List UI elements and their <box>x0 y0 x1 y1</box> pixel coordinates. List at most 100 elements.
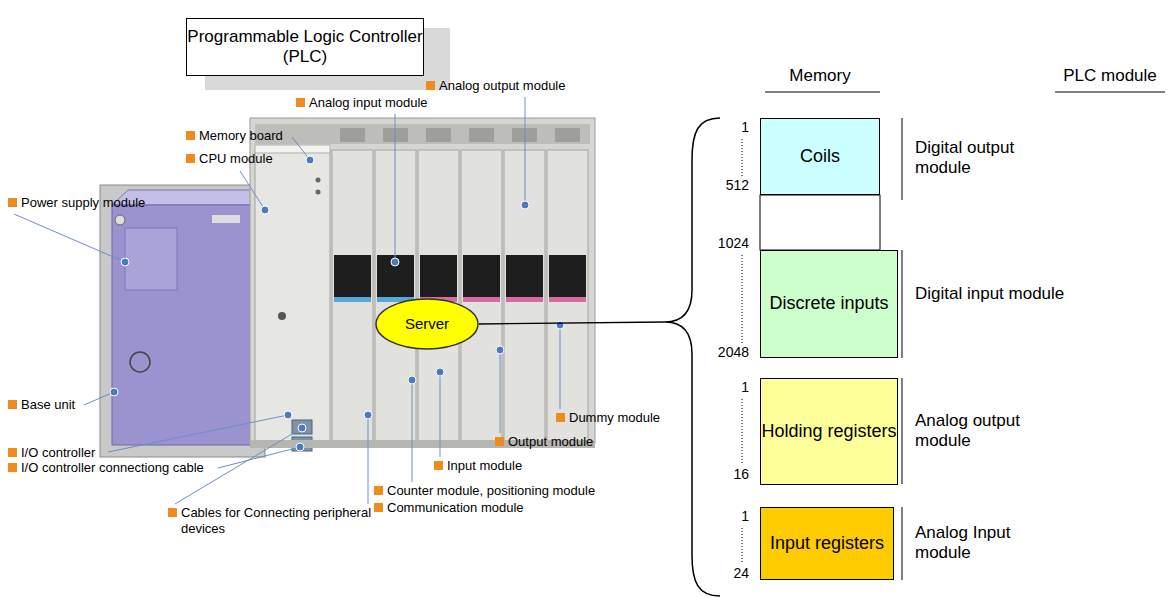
leader-line <box>84 392 114 405</box>
callout-dot <box>296 443 304 451</box>
part-name: Analog output module <box>439 78 565 94</box>
title-box: Programmable Logic Controller (PLC) <box>186 18 424 76</box>
io-module <box>469 128 494 142</box>
node-label: Coils <box>800 146 840 168</box>
io-module <box>334 297 371 302</box>
callout-marker <box>374 503 383 512</box>
address-number: 16 <box>699 466 749 483</box>
io-module <box>549 255 586 297</box>
callout-dot <box>110 388 118 396</box>
header-underline <box>765 92 880 93</box>
node-text-group: Programmable Logic Controller (PLC) <box>187 27 423 68</box>
part-name: Communication module <box>387 500 524 516</box>
plc-photo <box>212 215 240 223</box>
plc-photo <box>316 178 321 183</box>
leader-line <box>525 97 526 205</box>
leader-line <box>500 350 501 433</box>
plc-photo <box>255 124 590 144</box>
memory-block: Discrete inputs <box>760 250 898 358</box>
node-label: Holding registers <box>761 421 896 443</box>
module-bar <box>902 250 903 358</box>
io-module <box>463 255 500 297</box>
plc-photo <box>278 312 286 320</box>
header-underline <box>1055 92 1165 93</box>
callout-marker <box>8 448 17 457</box>
callout-dot <box>521 201 529 209</box>
callout-marker <box>495 437 504 446</box>
leader-line <box>368 415 369 504</box>
node-label: Server <box>405 315 449 333</box>
callout-marker <box>186 131 195 140</box>
callout-marker <box>296 98 305 107</box>
callout-dot <box>110 156 564 451</box>
io-module <box>420 255 457 297</box>
callout-dot <box>436 368 444 376</box>
part-name: Dummy module <box>569 410 660 426</box>
io-module <box>418 150 459 442</box>
range-dots <box>742 528 743 564</box>
callout-dot <box>391 258 399 266</box>
address-number: 1 <box>699 508 749 525</box>
leader-line <box>14 97 560 504</box>
io-module <box>506 297 543 302</box>
callout-marker <box>8 463 17 472</box>
callout-dot <box>298 424 306 432</box>
module-name: Analog Input module <box>915 523 1065 564</box>
range-dots <box>742 399 743 464</box>
module-name: Analog output module <box>915 411 1065 452</box>
plc-photo <box>316 190 321 195</box>
module-bar <box>902 378 903 484</box>
callout-marker <box>374 486 383 495</box>
io-module <box>549 297 586 302</box>
unused-block <box>760 195 880 250</box>
column-header: PLC module <box>1030 66 1170 86</box>
callout-marker <box>8 198 17 207</box>
plc-photo <box>125 228 177 290</box>
part-name: Counter module, positioning module <box>387 483 595 499</box>
node-label: Input registers <box>770 533 884 555</box>
io-module <box>334 255 371 297</box>
leader-line <box>395 114 396 262</box>
node-text-group: Discrete inputs <box>769 293 888 315</box>
module-bar <box>902 118 903 580</box>
callout-marker <box>8 400 17 409</box>
callout-dot <box>408 376 416 384</box>
header-underline <box>765 92 1165 93</box>
io-module <box>506 255 543 297</box>
module-name: Digital input module <box>915 284 1065 304</box>
memory-block: Input registers <box>760 507 894 580</box>
callout-marker <box>556 413 565 422</box>
range-dots <box>742 139 743 176</box>
curly-brace <box>665 118 720 596</box>
leader-line <box>560 325 561 409</box>
part-name: Input module <box>447 458 522 474</box>
callout-marker <box>426 81 435 90</box>
io-module <box>377 255 414 297</box>
address-number: 1024 <box>699 235 749 252</box>
callout-dot <box>364 411 372 419</box>
column-header: Memory <box>740 66 900 86</box>
callout-marker <box>434 461 443 470</box>
io-module <box>340 128 365 142</box>
node-label: Discrete inputs <box>769 293 888 315</box>
callout-dot <box>306 156 314 164</box>
plc-photo <box>130 352 150 372</box>
node-text-group: Holding registers <box>761 421 896 443</box>
part-name: Power supply module <box>21 195 145 211</box>
io-module <box>463 297 500 302</box>
leader-line <box>412 380 413 482</box>
module-bar <box>902 118 903 200</box>
server-ellipse-shape <box>376 299 478 349</box>
part-name: Output module <box>508 434 593 450</box>
io-module <box>547 150 588 442</box>
part-name: Analog input module <box>309 95 428 111</box>
leader-line <box>240 171 265 210</box>
plc-photo <box>115 215 125 225</box>
leader-line <box>218 447 300 468</box>
memory-block: Holding registers <box>760 378 898 485</box>
callout-dot <box>121 258 129 266</box>
part-name: Base unit <box>21 397 75 413</box>
address-number: 1 <box>699 119 749 136</box>
plc-photo <box>112 205 252 445</box>
